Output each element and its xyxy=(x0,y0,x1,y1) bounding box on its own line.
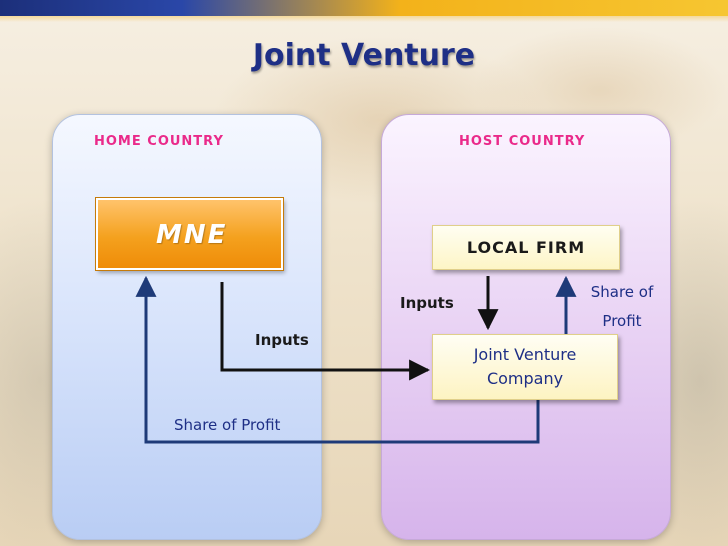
local-firm-box: Local Firm xyxy=(432,225,620,270)
mne-box: MNE xyxy=(96,198,283,270)
host-country-panel xyxy=(381,114,671,540)
inputs-flow-arrow xyxy=(220,282,431,381)
inputs-label-mne: Inputs xyxy=(255,331,309,349)
home-country-panel xyxy=(52,114,322,540)
top-banner xyxy=(0,0,728,22)
mne-share-arrow xyxy=(135,275,540,444)
joint-venture-company-box: Joint Venture Company xyxy=(432,334,618,400)
slide-title: Joint Venture xyxy=(252,38,476,73)
jvc-label-line2: Company xyxy=(486,369,564,388)
jvc-label-line1: Joint Venture xyxy=(473,345,577,364)
share-of-profit-local-line1: Share of xyxy=(590,283,654,301)
mne-label: MNE xyxy=(156,220,228,250)
host-country-label: Host Country xyxy=(459,134,586,149)
inputs-label-local: Inputs xyxy=(400,294,454,312)
share-of-profit-mne-label: Share of Profit xyxy=(174,416,281,434)
share-of-profit-local-line2: Profit xyxy=(602,312,642,330)
local-firm-label: Local Firm xyxy=(466,238,586,257)
home-country-label: Home Country xyxy=(94,134,224,149)
